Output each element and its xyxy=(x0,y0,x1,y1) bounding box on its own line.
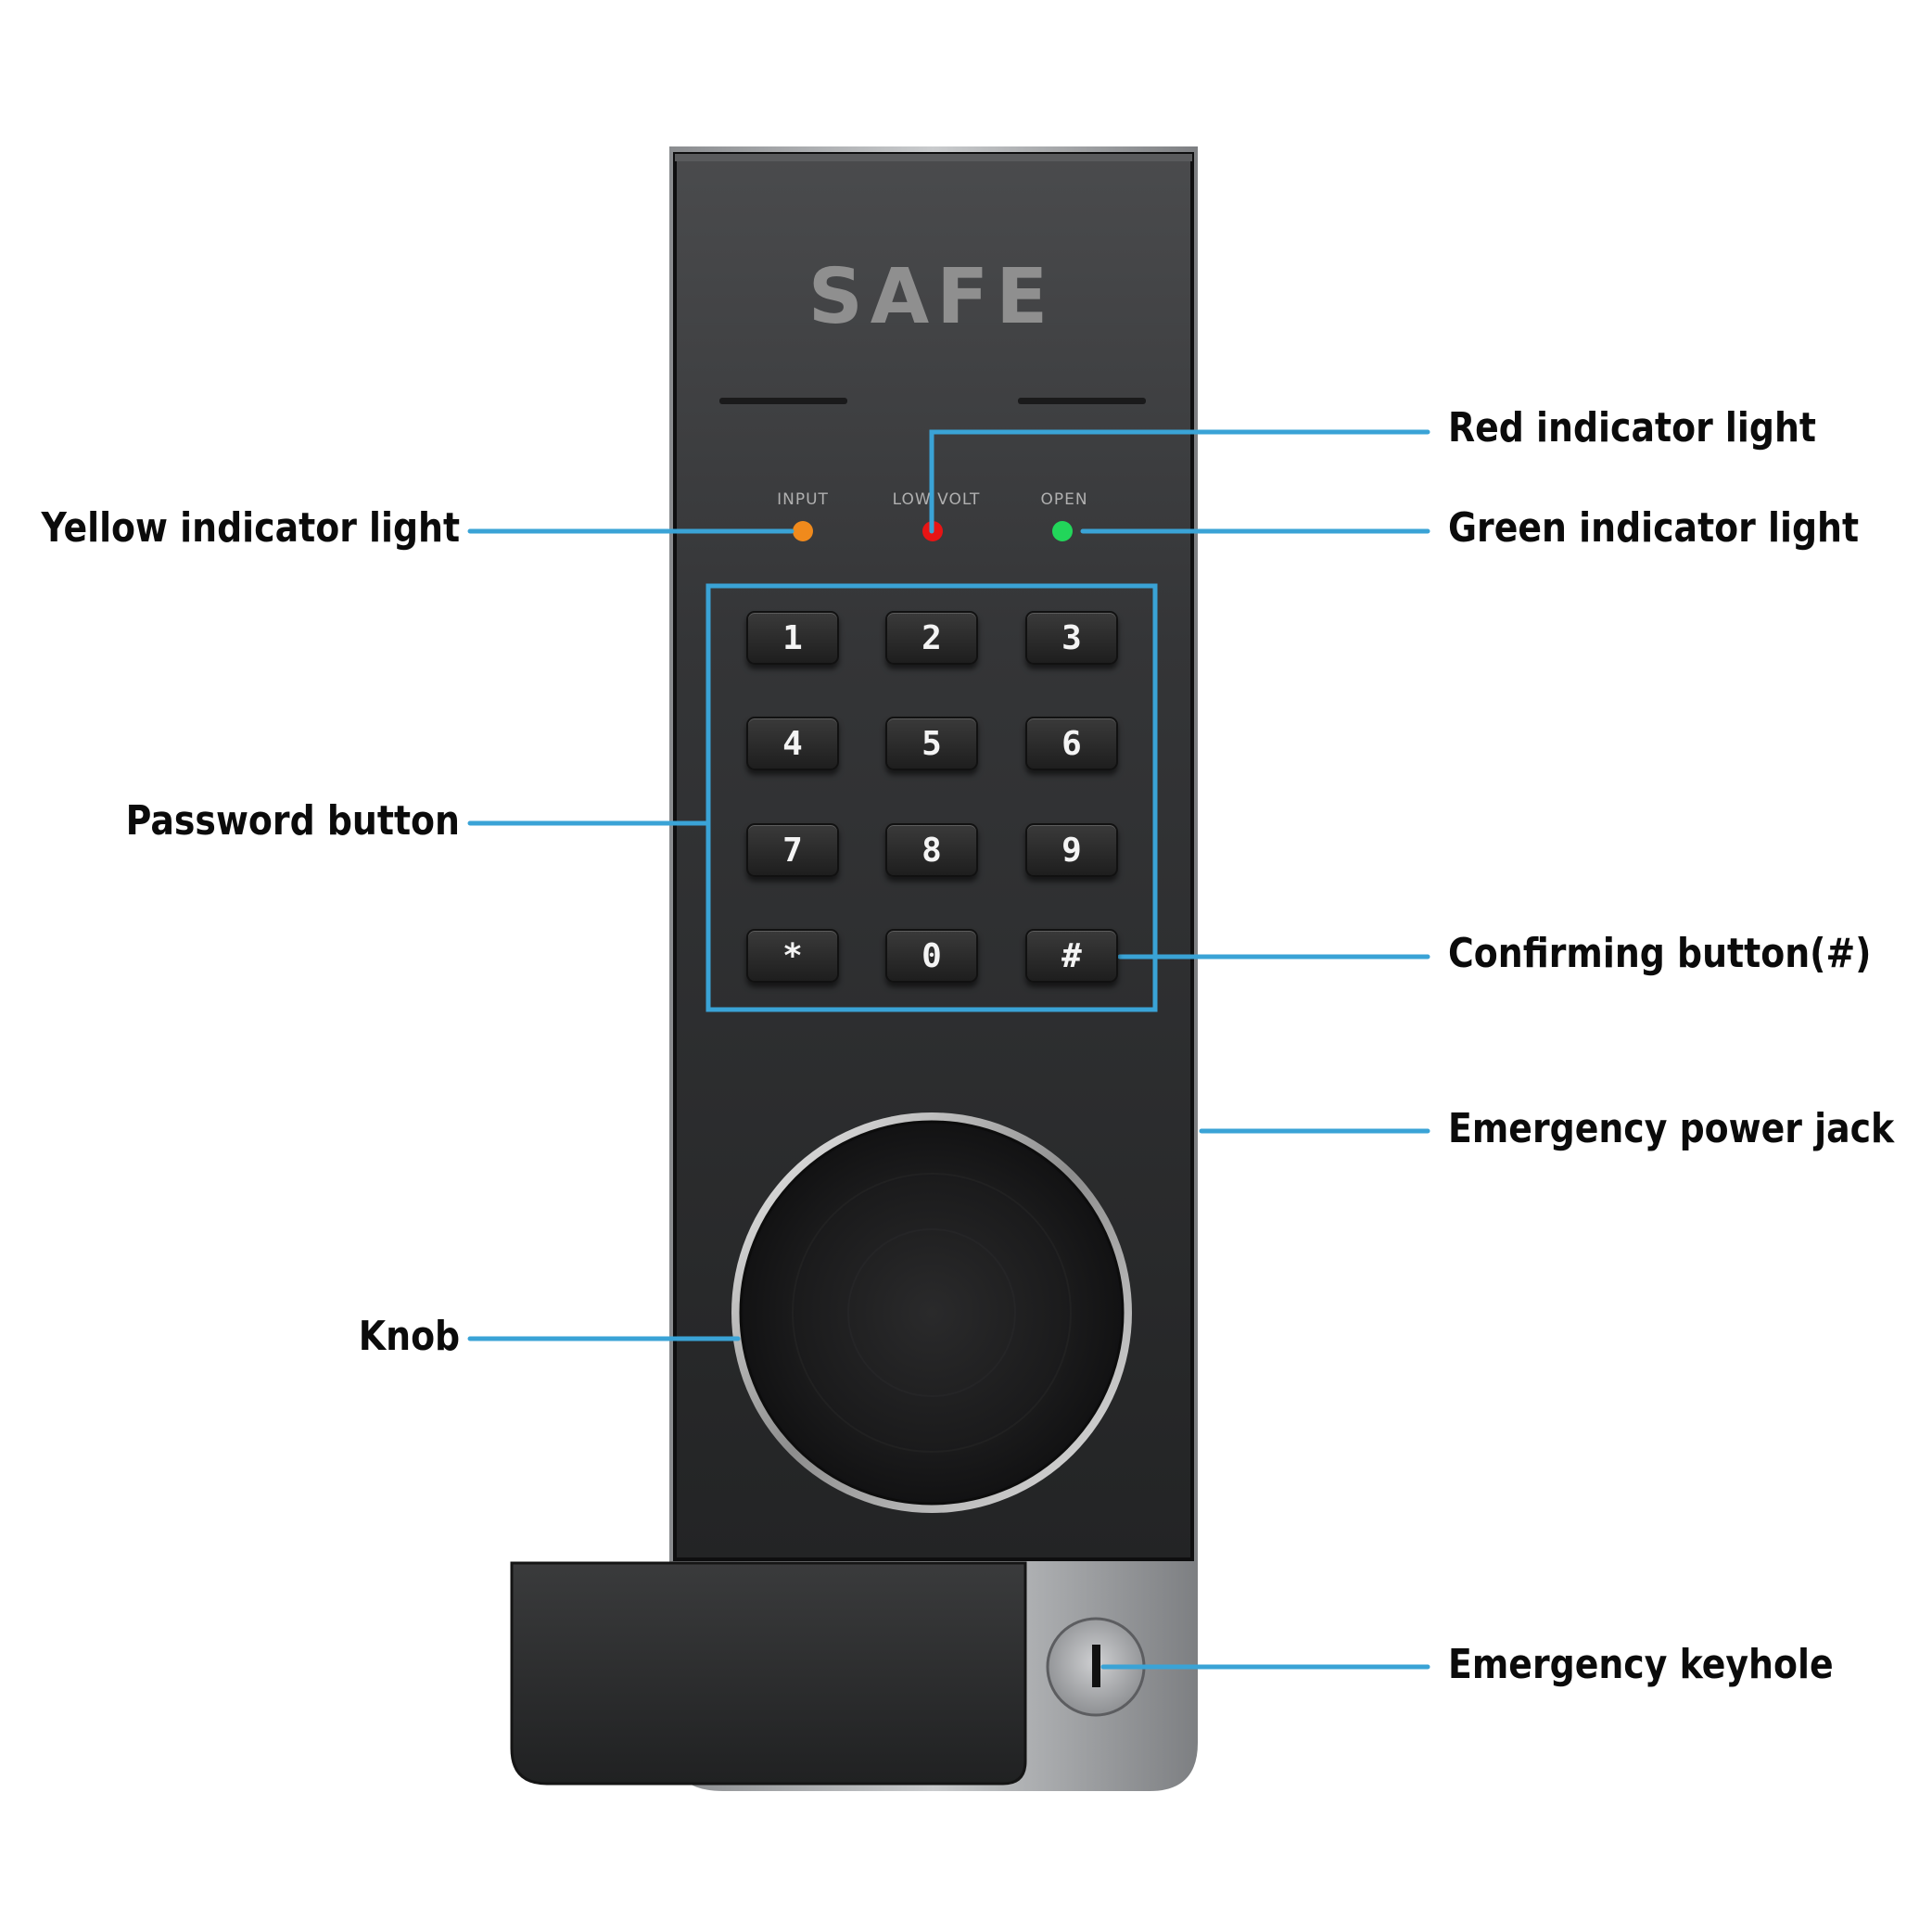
callout-emergency-power-jack: Emergency power jack xyxy=(1448,1105,1895,1152)
knob xyxy=(739,1120,1125,1506)
password-button-frame xyxy=(705,583,1158,1012)
keyhole-slot xyxy=(1092,1645,1100,1687)
brand-logo-text: SAFE xyxy=(807,253,1056,341)
key-8[interactable]: 8 xyxy=(885,823,978,877)
panel-slit-left xyxy=(719,398,847,404)
key-6[interactable]: 6 xyxy=(1025,717,1118,770)
callout-red-indicator-light: Red indicator light xyxy=(1448,404,1816,451)
callout-password-button: Password button xyxy=(125,797,460,845)
callout-confirming-button: Confirming button(#) xyxy=(1448,930,1872,977)
callout-knob: Knob xyxy=(358,1313,460,1360)
panel-slit-right xyxy=(1018,398,1146,404)
key-7[interactable]: 7 xyxy=(746,823,839,877)
green-indicator-light xyxy=(1052,521,1073,541)
callout-yellow-indicator-light: Yellow indicator light xyxy=(41,504,460,552)
callout-green-indicator-light: Green indicator light xyxy=(1448,504,1860,552)
key-2[interactable]: 2 xyxy=(885,611,978,665)
key-0[interactable]: 0 xyxy=(885,929,978,983)
indicator-label-open: OPEN xyxy=(1040,490,1088,509)
callout-line-red xyxy=(929,429,1430,534)
key-9[interactable]: 9 xyxy=(1025,823,1118,877)
yellow-indicator-light xyxy=(793,521,813,541)
key-3[interactable]: 3 xyxy=(1025,611,1118,665)
indicator-label-input: INPUT xyxy=(777,490,829,509)
callout-emergency-keyhole: Emergency keyhole xyxy=(1448,1641,1834,1688)
lower-cover xyxy=(510,1561,1027,1786)
key-star[interactable]: * xyxy=(746,929,839,983)
confirm-key-hash[interactable]: # xyxy=(1025,929,1118,983)
key-1[interactable]: 1 xyxy=(746,611,839,665)
key-4[interactable]: 4 xyxy=(746,717,839,770)
indicator-label-low-volt: LOW VOLT xyxy=(892,490,981,509)
key-5[interactable]: 5 xyxy=(885,717,978,770)
